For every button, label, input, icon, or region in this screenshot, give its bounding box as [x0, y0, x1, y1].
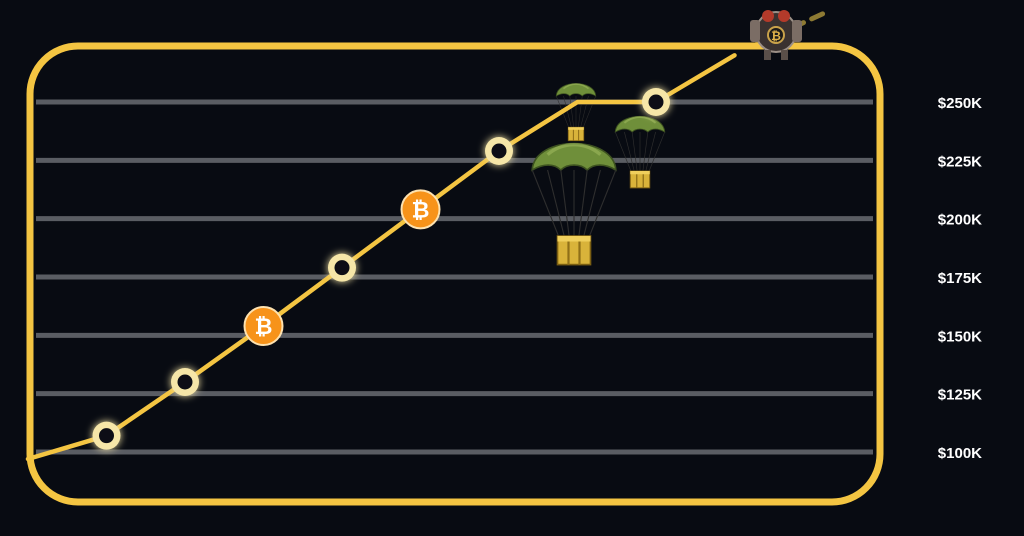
- parachute-rope: [569, 95, 575, 129]
- crate-top: [568, 127, 584, 130]
- series-line-path: [25, 53, 737, 462]
- bitcoin-symbol: ₿: [255, 315, 273, 340]
- parachute-rope: [648, 131, 666, 173]
- ring-marker-inner: [648, 94, 664, 110]
- parachute-rope: [578, 169, 588, 239]
- line-endpoint: ₿: [750, 10, 802, 60]
- airdrop-decorations: [531, 83, 666, 266]
- parachute-rope: [642, 131, 649, 173]
- ring-marker-inner: [334, 260, 350, 276]
- parachute-crate-icon: [614, 115, 666, 189]
- ring-marker-inner: [491, 143, 507, 159]
- bitcoin-coin: [400, 189, 441, 230]
- robot-leg: [781, 50, 788, 60]
- parachute-rope: [614, 131, 632, 173]
- bitcoin-icon: ₿: [243, 306, 284, 346]
- robot-arm-right: [792, 20, 802, 42]
- ring-marker: [328, 253, 356, 282]
- y-tick-label: $200K: [938, 212, 982, 229]
- parachute-rope: [560, 169, 570, 239]
- gridlines: [36, 99, 873, 455]
- parachute-highlight: [546, 143, 602, 156]
- y-tick-label: $150K: [938, 328, 982, 345]
- parachute-rope: [631, 131, 638, 173]
- crate: [567, 126, 585, 142]
- ring-marker: [92, 421, 121, 450]
- parachute-crate-icon: [555, 83, 597, 142]
- parachute-rope: [547, 169, 566, 239]
- parachute-rope: [624, 131, 635, 173]
- chart-frame: [26, 42, 884, 506]
- ring-marker-inner: [99, 428, 114, 444]
- robot-leg: [764, 50, 771, 60]
- parachute-rope: [531, 169, 560, 239]
- robot-shoulder: [762, 10, 774, 22]
- armored-robot-icon: ₿: [750, 10, 802, 60]
- parachute-highlight: [563, 83, 589, 90]
- y-tick-label: $125K: [938, 387, 982, 404]
- bitcoin-coin: [243, 306, 284, 346]
- parachute-rope: [645, 131, 656, 173]
- bitcoin-symbol: ₿: [412, 198, 430, 223]
- parachute-rope: [582, 169, 601, 239]
- robot-arm-left: [750, 20, 760, 42]
- ring-marker: [642, 88, 670, 116]
- robot-shoulder: [778, 10, 790, 22]
- parachute-canopy: [531, 142, 617, 172]
- robot-emblem: [767, 26, 785, 44]
- parachute-canopy: [555, 83, 597, 97]
- y-axis-ticks: $250K $225K $200K $175K $150K $125K $100K: [938, 95, 982, 462]
- y-tick-label: $250K: [938, 95, 982, 112]
- parachute-canopy: [614, 115, 666, 133]
- crate-top: [557, 236, 591, 242]
- ring-marker: [171, 368, 199, 396]
- crate-top: [630, 171, 650, 175]
- robot-emblem-symbol: ₿: [771, 29, 781, 43]
- series-markers: ₿₿: [92, 88, 670, 450]
- y-tick-label: $100K: [938, 445, 982, 462]
- y-tick-label: $225K: [938, 153, 982, 170]
- parachute-highlight: [623, 116, 657, 124]
- ring-marker: [485, 137, 513, 165]
- parachute-rope: [563, 95, 572, 129]
- ring-marker-inner: [177, 374, 193, 390]
- crate: [629, 170, 651, 189]
- bitcoin-icon: ₿: [400, 189, 441, 230]
- parachute-crate-icon: [531, 142, 617, 266]
- parachute-rope: [588, 169, 617, 239]
- y-tick-label: $175K: [938, 270, 982, 287]
